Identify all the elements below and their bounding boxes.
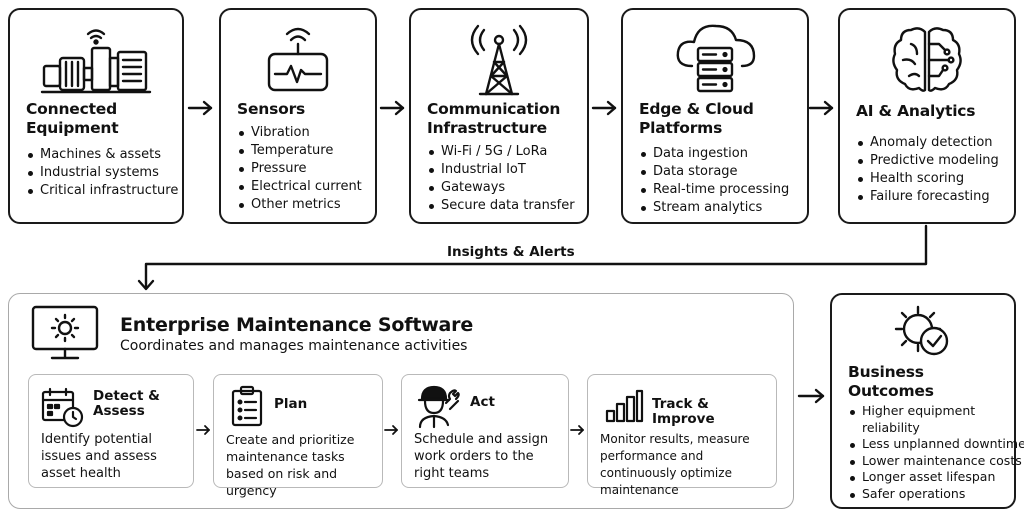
stage-detect-assess: Detect & Assess Identify potential issue… <box>28 374 194 488</box>
sensor-icon <box>267 27 329 92</box>
list-item: Industrial systems <box>26 164 178 182</box>
clipboard-list-icon <box>231 385 263 427</box>
stage-plan: Plan Create and prioritize maintenance t… <box>213 374 383 498</box>
stage-title: Plan <box>274 396 308 412</box>
list-item: Longer asset lifespan <box>848 469 1010 486</box>
list-item: Failure forecasting <box>856 188 1010 206</box>
step-title: Communication Infrastructure <box>427 100 561 137</box>
list-item: Data ingestion <box>639 145 803 163</box>
ems-title: Enterprise Maintenance Software <box>120 314 474 336</box>
list-item: Electrical current <box>237 178 371 196</box>
arrow-right-icon <box>797 388 825 404</box>
connector-label: Insights & Alerts <box>447 244 575 260</box>
bullet-list: Wi-Fi / 5G / LoRa Industrial IoT Gateway… <box>427 143 583 215</box>
stage-description: Schedule and assign work orders to the r… <box>414 432 549 481</box>
step-title: Sensors <box>237 100 306 118</box>
stage-title: Track & Improve <box>652 396 715 427</box>
list-item: Real-time processing <box>639 181 803 199</box>
step-title: AI & Analytics <box>856 102 976 120</box>
business-outcomes-panel: Business Outcomes Higher equipment relia… <box>830 293 1024 509</box>
list-item: Predictive modeling <box>856 152 1010 170</box>
bullet-list: Anomaly detection Predictive modeling He… <box>856 134 1010 206</box>
list-item: Higher equipment reliability <box>848 403 982 436</box>
list-item: Gateways <box>427 179 583 197</box>
ems-subtitle: Coordinates and manages maintenance acti… <box>120 338 468 354</box>
stage-track-improve: Track & Improve Monitor results, measure… <box>587 374 777 497</box>
cloud-server-icon <box>676 24 756 93</box>
list-item: Other metrics <box>237 196 371 214</box>
stage-title: Act <box>470 394 495 410</box>
list-item: Stream analytics <box>639 199 803 217</box>
machine-icon <box>40 29 152 94</box>
step-ai-analytics: AI & Analytics Anomaly detection Predict… <box>838 8 1016 224</box>
arrow-right-icon <box>570 425 584 435</box>
monitor-gear-icon <box>31 305 99 360</box>
list-item: Less unplanned downtime <box>848 436 1024 453</box>
technician-wrench-icon <box>417 385 460 429</box>
list-item: Anomaly detection <box>856 134 1010 152</box>
list-item: Machines & assets <box>26 146 178 164</box>
arrow-right-icon <box>808 100 834 116</box>
stage-description: Identify potential issues and assess ass… <box>41 432 157 481</box>
step-connected-equipment: Connected Equipment Machines & assets In… <box>8 8 184 224</box>
arrow-right-icon <box>379 100 405 116</box>
step-title: Business Outcomes <box>848 363 934 400</box>
step-edge-cloud-platforms: Edge & Cloud Platforms Data ingestion Da… <box>621 8 809 224</box>
bullet-list: Machines & assets Industrial systems Cri… <box>26 146 178 200</box>
bullet-list: Vibration Temperature Pressure Electrica… <box>237 124 371 214</box>
list-item: Safer operations <box>848 486 1010 503</box>
arrow-right-icon <box>384 425 398 435</box>
brain-circuit-icon <box>892 27 962 92</box>
list-item: Critical infrastructure <box>26 182 178 200</box>
arrow-right-icon <box>196 425 210 435</box>
list-item: Health scoring <box>856 170 1010 188</box>
stage-description: Monitor results, measure performance and… <box>600 432 750 497</box>
connector-arrow <box>137 224 928 291</box>
arrow-right-icon <box>187 100 213 116</box>
list-item: Wi-Fi / 5G / LoRa <box>427 143 583 161</box>
step-title: Edge & Cloud Platforms <box>639 100 754 137</box>
step-title: Connected Equipment <box>26 100 119 137</box>
list-item: Data storage <box>639 163 803 181</box>
list-item: Vibration <box>237 124 371 142</box>
stage-title: Detect & Assess <box>93 388 160 419</box>
stage-description: Create and prioritize maintenance tasks … <box>226 432 355 498</box>
step-communication-infrastructure: Communication Infrastructure Wi-Fi / 5G … <box>409 8 589 224</box>
list-item: Lower maintenance costs <box>848 453 1022 470</box>
gear-check-icon <box>894 305 949 356</box>
list-item: Temperature <box>237 142 371 160</box>
list-item: Secure data transfer <box>427 197 583 215</box>
list-item: Pressure <box>237 160 371 178</box>
bar-chart-icon <box>605 389 644 423</box>
bullet-list: Higher equipment reliability Less unplan… <box>848 403 1024 503</box>
step-sensors: Sensors Vibration Temperature Pressure E… <box>219 8 377 224</box>
antenna-tower-icon <box>470 24 528 96</box>
bullet-list: Data ingestion Data storage Real-time pr… <box>639 145 803 217</box>
list-item: Industrial IoT <box>427 161 583 179</box>
stage-act: Act Schedule and assign work orders to t… <box>401 374 569 488</box>
arrow-right-icon <box>591 100 617 116</box>
calendar-clock-icon <box>41 387 84 428</box>
